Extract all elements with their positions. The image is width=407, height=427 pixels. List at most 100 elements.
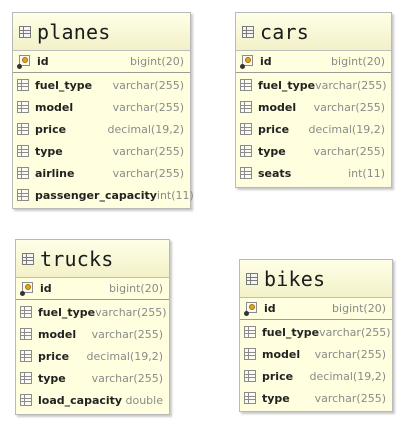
column-type: double [125, 393, 164, 407]
primary-key-row[interactable]: id bigint(20) [236, 51, 391, 73]
column-icon [17, 123, 29, 135]
primary-key-icon [17, 54, 31, 69]
entity-header: cars [236, 13, 391, 51]
column-name: type [35, 144, 63, 158]
column-row[interactable]: price decimal(19,2) [13, 118, 190, 140]
primary-key-icon [240, 54, 254, 69]
column-name: type [38, 371, 66, 385]
column-type: decimal(19,2) [107, 122, 184, 136]
column-row[interactable]: fuel_type varchar(255) [13, 74, 190, 96]
primary-key-row[interactable]: id bigint(20) [240, 298, 392, 320]
column-icon [20, 350, 32, 362]
column-row[interactable]: type varchar(255) [240, 387, 392, 409]
entity-planes[interactable]: planes id bigint(20) fuel_type varchar(25… [12, 12, 194, 209]
column-type: varchar(255) [91, 371, 163, 385]
column-icon [17, 167, 29, 179]
column-type: bigint(20) [130, 55, 184, 68]
column-row[interactable]: price decimal(19,2) [16, 345, 169, 367]
column-type: varchar(255) [95, 305, 167, 319]
column-type: varchar(255) [313, 100, 385, 114]
column-icon [17, 79, 29, 91]
column-name: fuel_type [35, 78, 93, 92]
primary-key-icon [244, 301, 258, 316]
column-icon [240, 145, 252, 157]
column-type: varchar(255) [313, 144, 385, 158]
column-name: airline [35, 166, 75, 180]
column-icon [244, 348, 256, 360]
primary-key-icon [20, 281, 34, 296]
column-name: load_capacity [38, 393, 123, 407]
column-icon [17, 189, 29, 201]
table-icon [19, 25, 31, 38]
column-name: model [35, 100, 74, 114]
column-icon [20, 328, 32, 340]
column-name: fuel_type [258, 78, 316, 92]
column-type: varchar(255) [91, 327, 163, 341]
column-name: type [262, 391, 290, 405]
column-icon [240, 79, 252, 91]
column-type: varchar(255) [112, 166, 184, 180]
column-name: fuel_type [38, 305, 96, 319]
column-type: varchar(255) [314, 391, 386, 405]
column-icon [240, 123, 252, 135]
column-type: varchar(255) [112, 144, 184, 158]
column-type: decimal(19,2) [309, 369, 386, 383]
entity-title: bikes [264, 266, 326, 291]
column-row[interactable]: model varchar(255) [240, 343, 392, 365]
column-icon [244, 370, 256, 382]
column-type: bigint(20) [109, 282, 163, 295]
column-icon [240, 101, 252, 113]
column-name: id [37, 55, 49, 68]
column-type: decimal(19,2) [308, 122, 385, 136]
column-name: price [38, 349, 70, 363]
entity-header: planes [13, 13, 190, 51]
entity-header: bikes [240, 260, 392, 298]
table-icon [22, 252, 34, 265]
table-icon [242, 25, 254, 38]
column-type: varchar(255) [319, 325, 391, 339]
column-icon [20, 394, 32, 406]
column-icon [20, 306, 32, 318]
column-icon [20, 372, 32, 384]
column-name: model [262, 347, 301, 361]
column-name: passenger_capacity [35, 188, 157, 202]
column-name: type [258, 144, 286, 158]
column-type: bigint(20) [332, 302, 386, 315]
column-type: int(11) [156, 188, 194, 202]
column-row[interactable]: type varchar(255) [16, 367, 169, 389]
column-type: decimal(19,2) [86, 349, 163, 363]
column-row[interactable]: type varchar(255) [13, 140, 190, 162]
column-row[interactable]: airline varchar(255) [13, 162, 190, 184]
column-icon [17, 145, 29, 157]
primary-key-row[interactable]: id bigint(20) [16, 278, 169, 300]
column-type: int(11) [348, 166, 385, 180]
table-icon [246, 272, 258, 285]
column-name: id [264, 302, 276, 315]
entity-header: trucks [16, 240, 169, 278]
column-name: price [35, 122, 67, 136]
entity-title: planes [37, 19, 111, 44]
column-icon [17, 101, 29, 113]
primary-key-row[interactable]: id bigint(20) [13, 51, 190, 73]
column-name: fuel_type [262, 325, 320, 339]
column-type: varchar(255) [112, 78, 184, 92]
column-type: varchar(255) [314, 347, 386, 361]
column-row[interactable]: type varchar(255) [236, 140, 391, 162]
